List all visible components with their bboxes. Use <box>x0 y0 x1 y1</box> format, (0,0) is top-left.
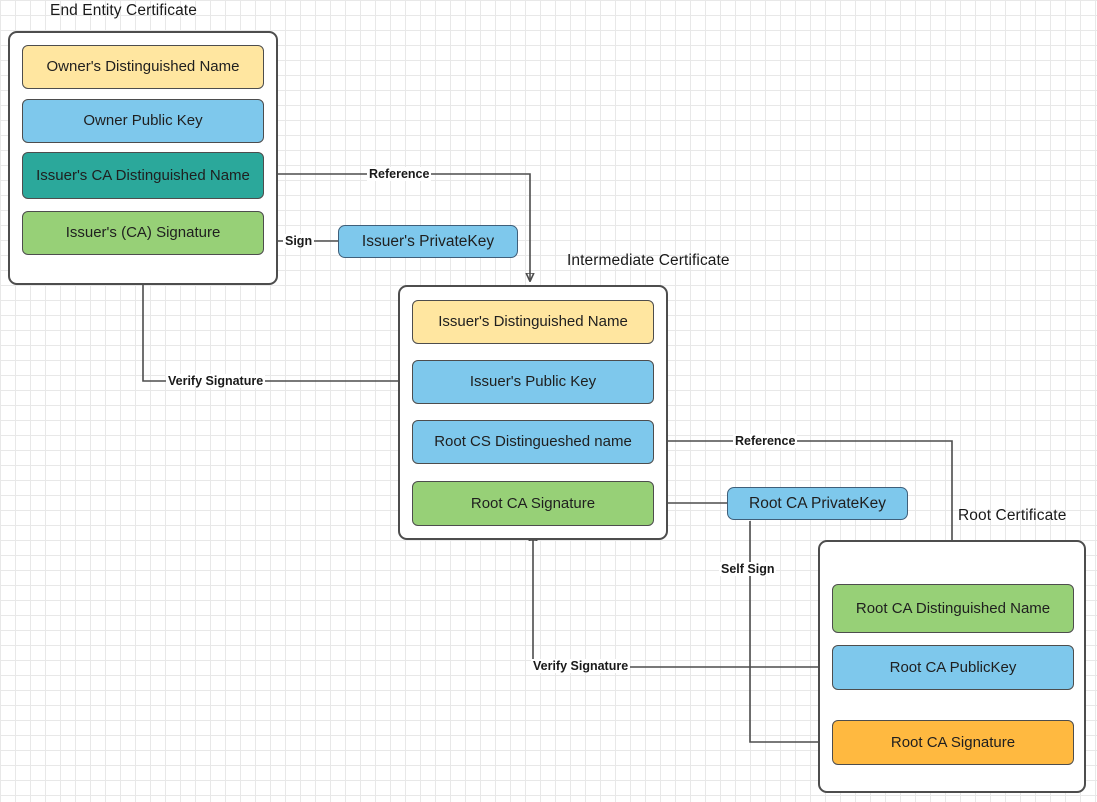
field-issuers-distinguished-name[interactable]: Issuer's Distinguished Name <box>412 300 654 344</box>
edge-label-verify-signature-2: Verify Signature <box>531 659 631 673</box>
field-issuers-public-key[interactable]: Issuer's Public Key <box>412 360 654 404</box>
edge-label-self-sign: Self Sign <box>719 562 777 576</box>
field-root-ca-distinguished-name[interactable]: Root CA Distinguished Name <box>832 584 1074 633</box>
field-owners-distinguished-name[interactable]: Owner's Distinguished Name <box>22 45 264 89</box>
cert-title-end-entity: End Entity Certificate <box>50 2 197 19</box>
field-root-cs-distingueshed-name[interactable]: Root CS Distingueshed name <box>412 420 654 464</box>
edge-label-sign-1: Sign <box>283 234 315 248</box>
field-issuers-ca-signature[interactable]: Issuer's (CA) Signature <box>22 211 264 255</box>
key-root-ca-privatekey[interactable]: Root CA PrivateKey <box>727 487 908 520</box>
cert-title-root: Root Certificate <box>958 507 1067 524</box>
wire-self-sign <box>749 521 826 742</box>
key-issuers-privatekey[interactable]: Issuer's PrivateKey <box>338 225 518 258</box>
cert-title-intermediate: Intermediate Certificate <box>567 252 730 269</box>
field-owner-public-key[interactable]: Owner Public Key <box>22 99 264 143</box>
wire-verify-signature-2 <box>533 533 832 668</box>
field-root-ca-publickey[interactable]: Root CA PublicKey <box>832 645 1074 690</box>
edge-label-verify-signature-1: Verify Signature <box>166 374 266 388</box>
field-issuers-ca-distinguished-name[interactable]: Issuer's CA Distinguished Name <box>22 152 264 199</box>
field-root-ca-signature-intermediate[interactable]: Root CA Signature <box>412 481 654 526</box>
edge-label-reference-1: Reference <box>367 167 432 181</box>
field-root-ca-signature-root[interactable]: Root CA Signature <box>832 720 1074 765</box>
edge-label-reference-2: Reference <box>733 434 798 448</box>
